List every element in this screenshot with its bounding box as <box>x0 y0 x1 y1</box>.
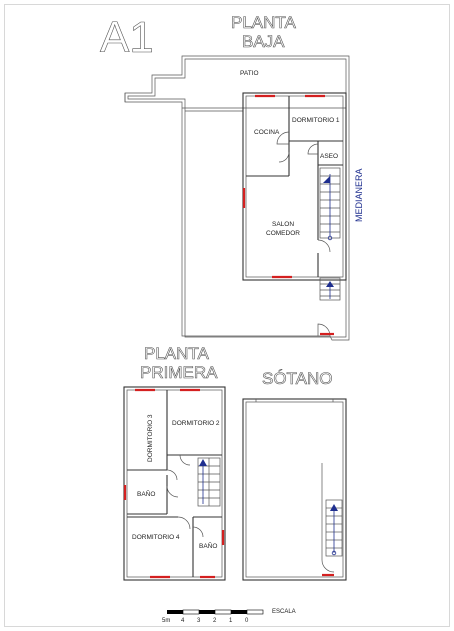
scale-tick-2: 2 <box>213 618 217 624</box>
room-label-bano-1: BAÑO <box>137 489 155 498</box>
scale-tick-4: 4 <box>181 618 185 624</box>
lot-outline-inner <box>127 58 347 338</box>
scale-title: ESCALA <box>272 609 296 615</box>
label-medianera: MEDIANERA <box>354 168 364 222</box>
planta-baja-plan: PATIO DORMITORIO 1 COCINA ASEO SALON COM… <box>124 55 364 341</box>
room-label-aseo: ASEO <box>320 153 338 160</box>
doors-primera <box>166 454 204 538</box>
scale-tick-5m: 5m <box>162 618 170 624</box>
drawing-sheet <box>4 4 450 627</box>
room-label-dormitorio-4: DORMITORIO 4 <box>132 534 180 541</box>
room-label-dormitorio-3: DORMITORIO 3 <box>147 414 154 462</box>
scale-tick-3: 3 <box>197 618 201 624</box>
room-label-bano-2: BAÑO <box>199 541 217 550</box>
scale-bar: 5m 4 3 2 1 0 ESCALA <box>162 609 296 624</box>
room-label-dormitorio-1: DORMITORIO 1 <box>292 117 340 124</box>
sotano-plan <box>242 398 347 581</box>
planta-primera-title-2: PRIMERA <box>140 363 218 382</box>
planta-baja-title-1: PLANTA <box>231 13 297 32</box>
primera-outline <box>123 386 226 581</box>
room-label-salon: SALON <box>272 221 294 228</box>
stair-baja <box>319 167 341 301</box>
house-block <box>242 92 347 281</box>
room-label-patio: PATIO <box>240 70 259 77</box>
planta-primera-plan: DORMITORIO 3 DORMITORIO 2 BAÑO DORMITORI… <box>123 386 226 581</box>
windows-primera <box>123 388 225 579</box>
stair-primera <box>197 457 221 507</box>
stair-sotano <box>321 463 343 560</box>
sotano-title: SÓTANO <box>262 369 333 388</box>
sheet-id: A1 <box>100 13 154 62</box>
sotano-outline <box>242 398 347 581</box>
room-label-cocina: COCINA <box>254 129 280 136</box>
room-label-dormitorio-2: DORMITORIO 2 <box>172 420 220 427</box>
planta-baja-title-2: BAJA <box>242 32 285 51</box>
planta-primera-title-1: PLANTA <box>144 344 210 363</box>
scale-tick-1: 1 <box>229 618 233 624</box>
lot-outline-outer <box>124 55 350 341</box>
windows-baja <box>242 94 334 336</box>
scale-tick-0: 0 <box>245 618 249 624</box>
room-label-comedor: COMEDOR <box>266 230 300 237</box>
